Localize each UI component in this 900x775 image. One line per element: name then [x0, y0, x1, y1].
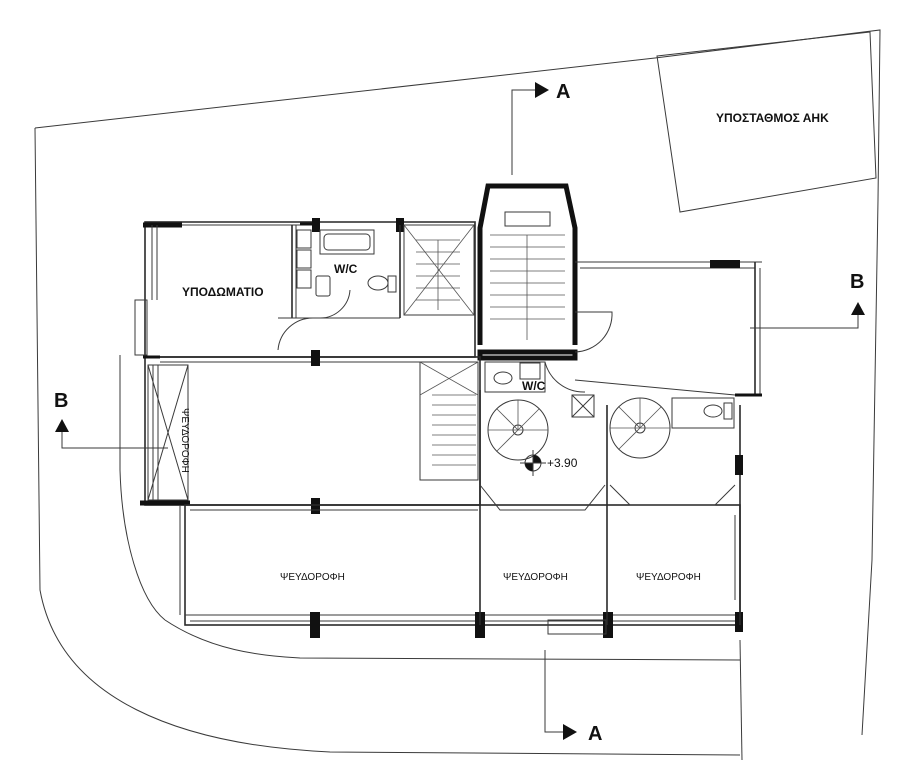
- right-room: [574, 260, 762, 397]
- ceiling-label-2: ΨΕΥΔΟΡΟΦΗ: [503, 572, 568, 583]
- ceiling-label-3: ΨΕΥΔΟΡΟΦΗ: [636, 572, 701, 583]
- wc-lower-label: W/C: [522, 379, 546, 393]
- plot-boundary: [34, 29, 881, 761]
- substation-block: [656, 31, 877, 213]
- section-label-b-right: B: [850, 271, 864, 293]
- substation-label: ΥΠΟΣΤΑΘΜΟΣ ΑΗΚ: [716, 111, 829, 125]
- section-label-a-top: A: [556, 81, 570, 103]
- section-label-a-bottom: A: [588, 723, 602, 745]
- upper-wing: [134, 218, 476, 358]
- bedroom-label: ΥΠΟΔΩΜΑΤΙΟ: [182, 285, 264, 299]
- stair-core: [477, 183, 578, 361]
- ceiling-label-1: ΨΕΥΔΟΡΟΦΗ: [280, 572, 345, 583]
- lower-wc: [484, 361, 595, 418]
- section-label-b-left: B: [54, 390, 68, 412]
- level-label: +3.90: [547, 456, 578, 470]
- ceiling-label-vertical: ΨΕΥΔΟΡΟΦΗ: [179, 408, 190, 473]
- section-lines: [55, 82, 865, 740]
- main-block: [140, 350, 743, 638]
- wc-upper-label: W/C: [334, 262, 358, 276]
